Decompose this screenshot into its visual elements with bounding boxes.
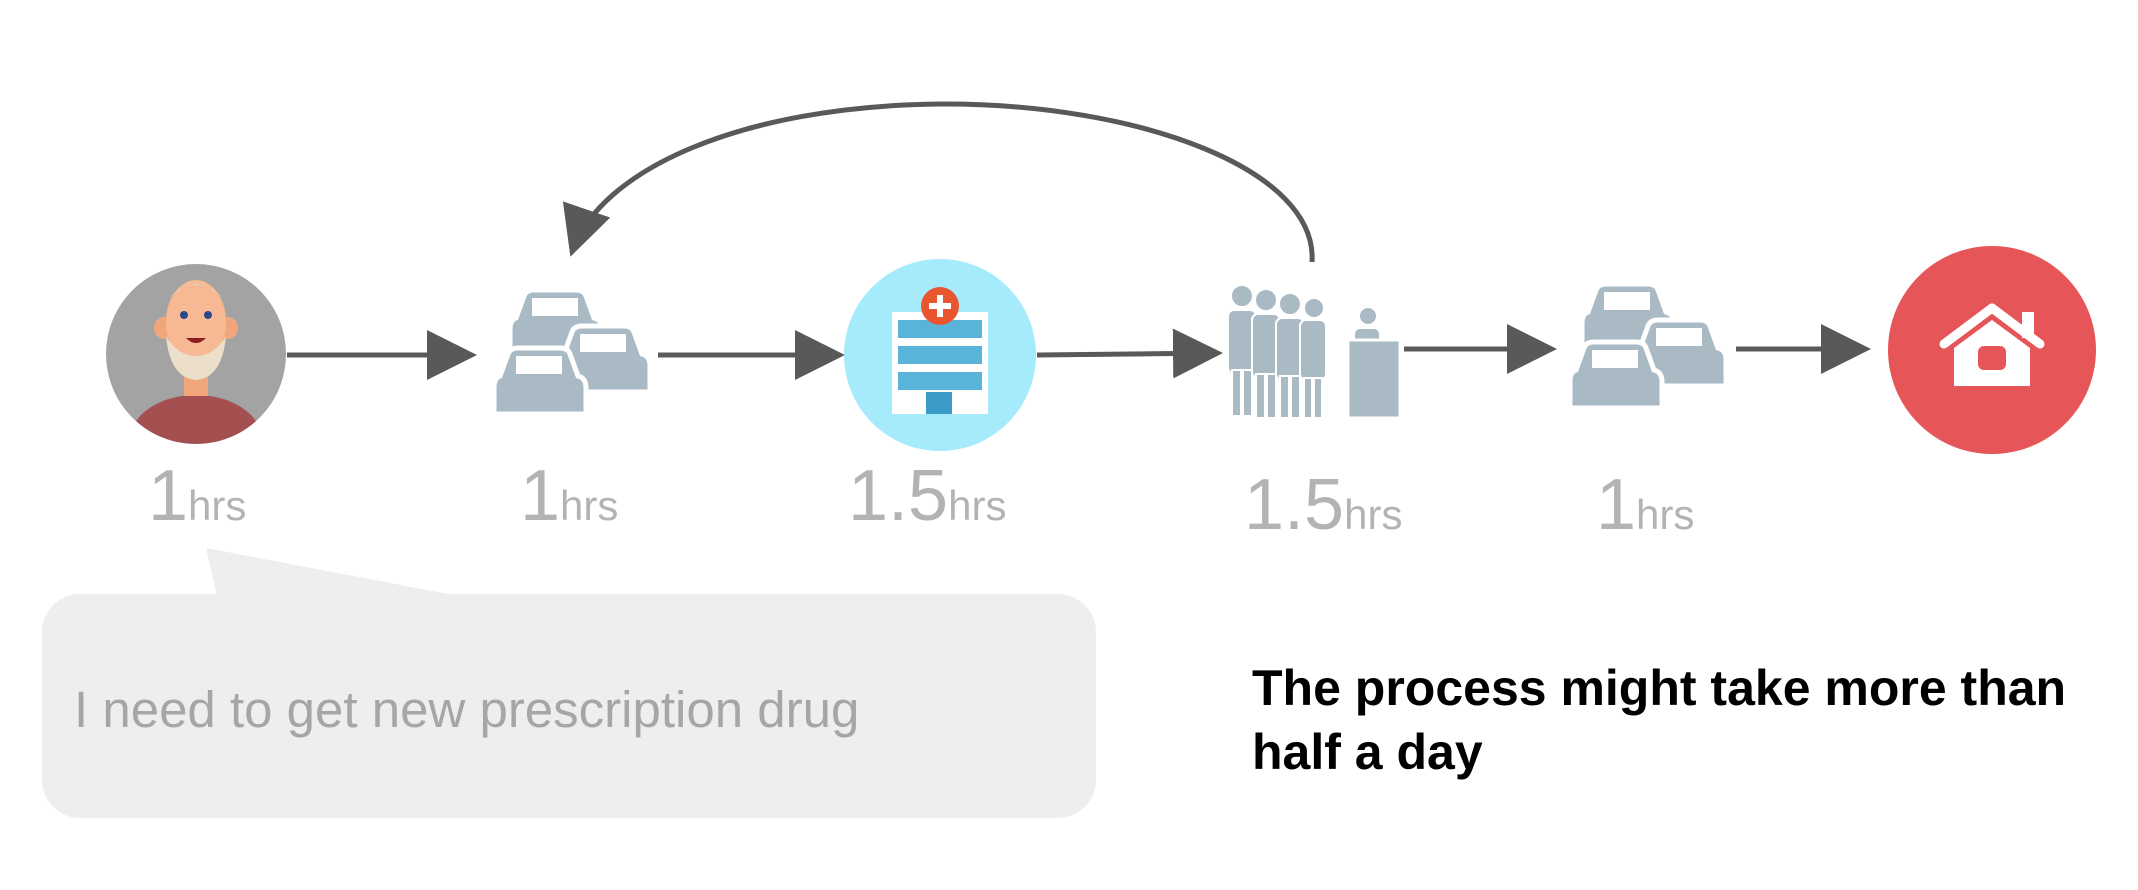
summary-text: The process might take more than half a … [1252,660,2067,780]
duration-label-patient: 1hrs [148,456,247,536]
duration-label-hospital: 1.5hrs [848,456,1007,536]
house-icon [1888,246,2096,454]
arrow-hospital-to-queue [1036,328,1223,379]
speech-bubble-tail [206,548,480,600]
speech-bubble [42,594,1096,818]
people-queue-icon [1227,284,1402,420]
loop-back-arrow [562,101,1315,263]
elderly-man-icon [106,264,286,444]
duration-label-queue: 1.5hrs [1244,465,1403,545]
duration-label-travel-home: 1hrs [1596,465,1695,545]
traffic-cars-icon [1567,281,1729,411]
flow-arrows [287,101,1871,380]
duration-label-travel-to-hospital: 1hrs [520,456,619,536]
speech-bubble-text: I need to get new prescription drug [74,681,860,738]
hospital-building-icon [844,259,1036,451]
traffic-cars-icon [491,287,653,417]
